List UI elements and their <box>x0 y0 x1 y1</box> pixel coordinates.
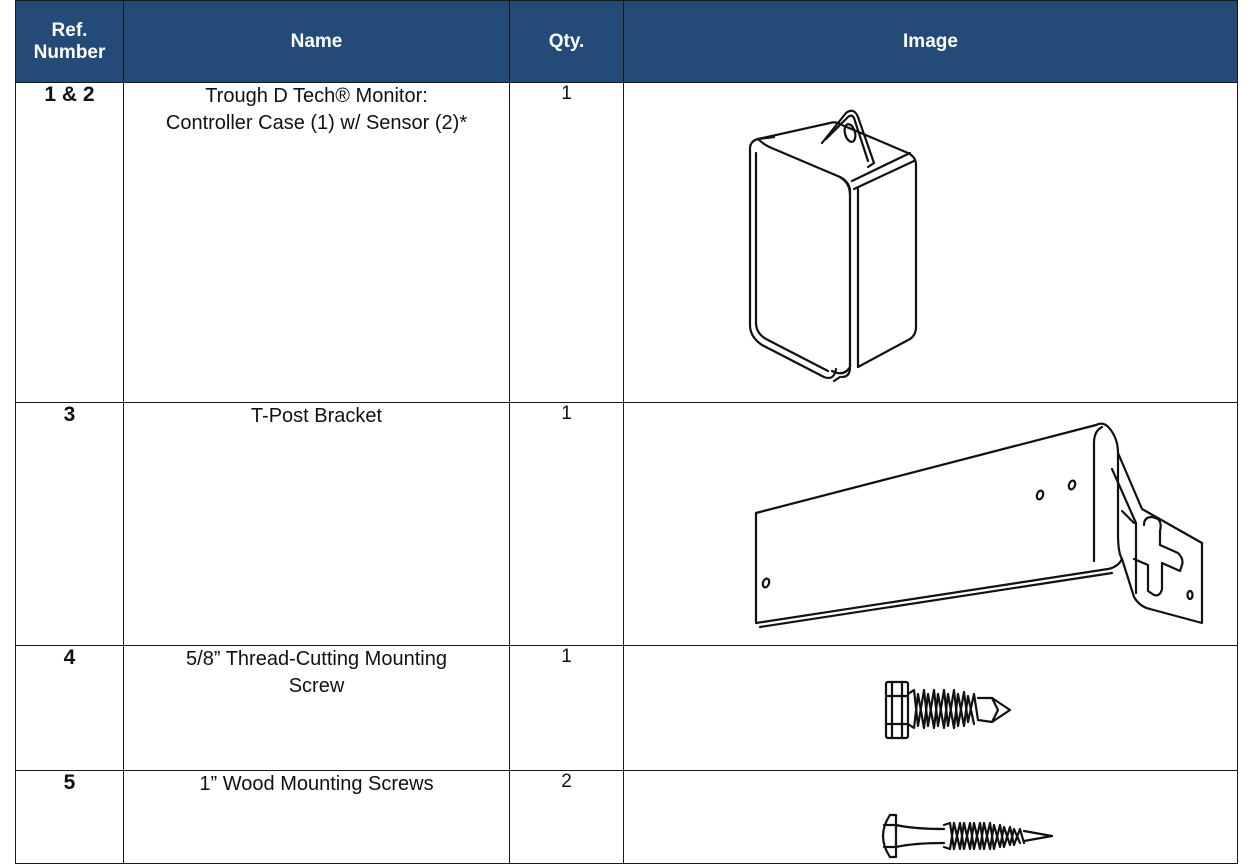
header-ref-number: Ref. Number <box>15 0 124 83</box>
thread-cutting-screw-drawing-icon <box>884 680 1012 740</box>
ref-cell: 1 & 2 <box>15 82 124 403</box>
image-cell <box>623 402 1238 646</box>
header-name: Name <box>123 0 510 83</box>
image-cell <box>623 770 1238 864</box>
part-name: 5/8” Thread-Cutting Mounting Screw <box>186 648 447 697</box>
t-post-bracket-drawing-icon <box>754 422 1204 629</box>
header-qty: Qty. <box>509 0 624 83</box>
controller-case-drawing-icon <box>748 109 918 383</box>
name-cell: 5/8” Thread-Cutting Mounting Screw <box>123 645 510 771</box>
table-row: 1 & 2 Trough D Tech® Monitor: Controller… <box>15 82 1238 403</box>
ref-cell: 5 <box>15 770 124 864</box>
image-cell <box>623 82 1238 403</box>
parts-table: Ref. Number Name Qty. Image 1 & 2 Trough… <box>15 0 1238 864</box>
name-cell: Trough D Tech® Monitor: Controller Case … <box>123 82 510 403</box>
wood-screw-drawing-icon <box>881 813 1054 859</box>
part-name: Trough D Tech® Monitor: Controller Case … <box>165 85 468 134</box>
qty-cell: 1 <box>509 402 624 646</box>
part-name: 1” Wood Mounting Screws <box>199 773 434 795</box>
name-cell: T-Post Bracket <box>123 402 510 646</box>
ref-cell: 3 <box>15 402 124 646</box>
qty-cell: 1 <box>509 82 624 403</box>
header-row: Ref. Number Name Qty. Image <box>15 0 1238 83</box>
table-row: 5 1” Wood Mounting Screws 2 <box>15 770 1238 864</box>
qty-cell: 1 <box>509 645 624 771</box>
part-name: T-Post Bracket <box>250 405 383 427</box>
header-image: Image <box>623 0 1238 83</box>
image-cell <box>623 645 1238 771</box>
table-row: 3 T-Post Bracket 1 <box>15 402 1238 646</box>
ref-cell: 4 <box>15 645 124 771</box>
name-cell: 1” Wood Mounting Screws <box>123 770 510 864</box>
qty-cell: 2 <box>509 770 624 864</box>
table-row: 4 5/8” Thread-Cutting Mounting Screw 1 <box>15 645 1238 771</box>
